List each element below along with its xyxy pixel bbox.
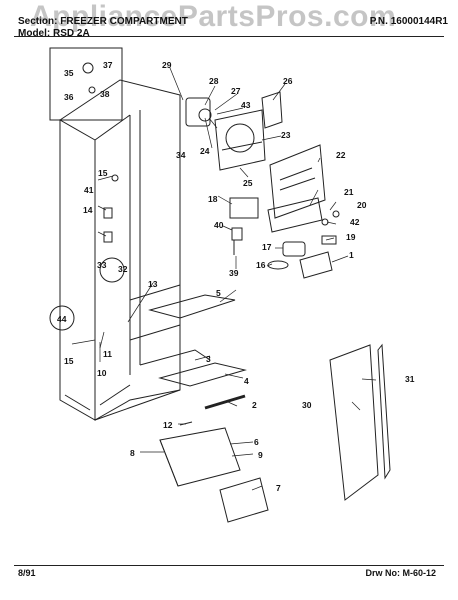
model-line: Model: RSD 2A (18, 28, 90, 39)
callout-37: 37 (103, 60, 113, 70)
pn-value: 16000144R1 (390, 16, 448, 27)
callout-13: 13 (148, 279, 158, 289)
callout-24: 24 (200, 146, 210, 156)
callout-6: 6 (254, 437, 259, 447)
section-value: FREEZER COMPARTMENT (60, 16, 188, 27)
callout-26: 26 (283, 76, 293, 86)
footer-drawing-number: Drw No: M-60-12 (365, 568, 436, 578)
callout-28: 28 (209, 76, 219, 86)
footer-date: 8/91 (18, 568, 36, 578)
watermark-text: AppliancePartsPros.com (30, 0, 397, 33)
freezer-basket (159, 427, 241, 487)
cabinet-left-wall (59, 119, 96, 421)
callout-12: 12 (163, 420, 173, 430)
callout-11: 11 (103, 349, 112, 359)
cabinet-back-edge (94, 95, 181, 421)
callout-40: 40 (214, 220, 224, 230)
model-value: RSD 2A (53, 28, 90, 39)
callout-16: 16 (256, 260, 266, 270)
callout-4: 4 (244, 376, 249, 386)
liner-panel (329, 344, 379, 501)
callout-34: 34 (176, 150, 186, 160)
callout-14: 14 (83, 205, 93, 215)
pn-label: P.N. (369, 16, 388, 27)
callout-23: 23 (281, 130, 291, 140)
section-label: Section: (18, 16, 58, 27)
callout-42: 42 (350, 217, 360, 227)
callout-2: 2 (252, 400, 257, 410)
callout-17: 17 (262, 242, 272, 252)
callout-35: 35 (64, 68, 74, 78)
cabinet-top (59, 79, 181, 121)
callout-36: 36 (64, 92, 74, 102)
callout-43: 43 (241, 100, 251, 110)
callout-22: 22 (336, 150, 346, 160)
callout-8: 8 (130, 448, 135, 458)
callout-15-bottom: 15 (64, 356, 74, 366)
callout-33: 33 (97, 260, 107, 270)
callout-21: 21 (344, 187, 354, 197)
callout-20: 20 (357, 200, 367, 210)
evaporator-cover (269, 144, 326, 219)
callout-10: 10 (97, 368, 107, 378)
fan-bracket (214, 109, 266, 171)
callout-1: 1 (349, 250, 354, 260)
diagram-header: Section: FREEZER COMPARTMENT Model: RSD … (18, 8, 448, 39)
callout-44: 44 (57, 314, 67, 324)
callout-5: 5 (216, 288, 221, 298)
callout-18: 18 (208, 194, 218, 204)
callout-27: 27 (231, 86, 241, 96)
part-number-line: P.N. 16000144R1 (370, 16, 448, 27)
callout-29: 29 (162, 60, 172, 70)
callout-41: 41 (84, 185, 94, 195)
footer-rule (14, 565, 444, 566)
callout-39: 39 (229, 268, 239, 278)
callout-19: 19 (346, 232, 356, 242)
wire-shelf-5 (148, 294, 236, 319)
header-rule (14, 36, 444, 37)
liner-strip (377, 343, 391, 480)
callout-25: 25 (243, 178, 253, 188)
section-line: Section: FREEZER COMPARTMENT (18, 16, 188, 27)
callout-30: 30 (302, 400, 312, 410)
wire-shelf-4 (158, 362, 247, 387)
callout-32: 32 (118, 264, 128, 274)
callout-3: 3 (206, 354, 211, 364)
callout-38: 38 (100, 89, 110, 99)
callout-7: 7 (276, 483, 281, 493)
model-label: Model: (18, 28, 51, 39)
callout-31: 31 (405, 374, 415, 384)
callout-9: 9 (258, 450, 263, 460)
callout-labels: 1 2 3 4 5 6 7 8 9 10 11 12 13 14 15 15 1… (57, 60, 415, 493)
inset-detail-box (49, 47, 123, 121)
callout-15-top: 15 (98, 168, 108, 178)
